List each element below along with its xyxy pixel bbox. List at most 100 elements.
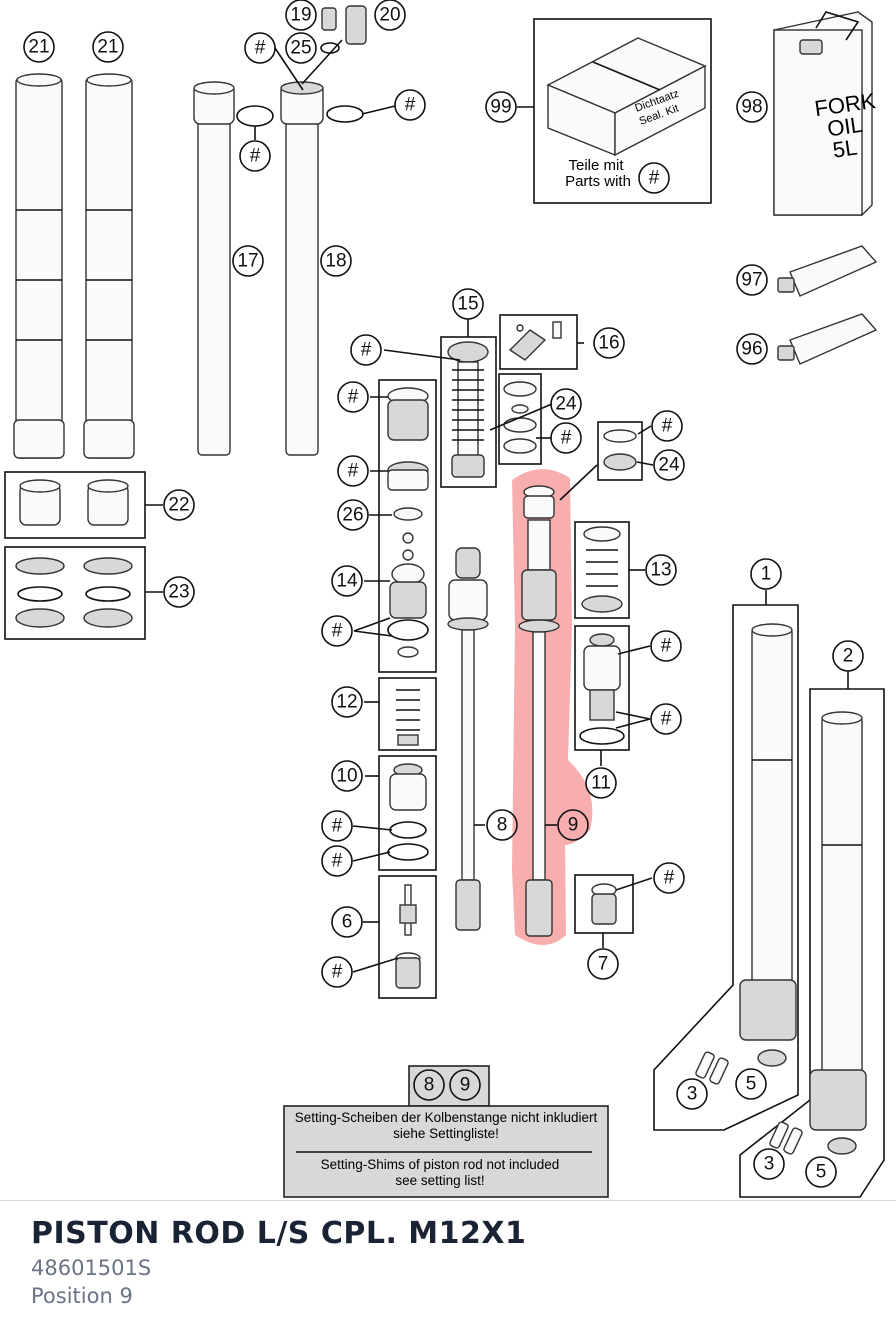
svg-text:3: 3 [687, 1084, 698, 1105]
part-title: PISTON ROD L/S CPL. M12X1 [31, 1216, 527, 1251]
callout-hash-24b[interactable]: # [651, 410, 683, 442]
parts-3-5-left[interactable] [695, 1049, 787, 1085]
part-15[interactable] [447, 341, 489, 478]
callout-97[interactable]: 97 [736, 264, 768, 296]
grease-tube-97[interactable] [777, 245, 878, 297]
svg-text:97: 97 [741, 270, 762, 291]
callout-hash-25[interactable]: # [244, 32, 276, 64]
callout-22[interactable]: 22 [163, 489, 195, 521]
tube-17[interactable] [193, 81, 235, 456]
callout-hash-17[interactable]: # [239, 140, 271, 172]
callout-24b[interactable]: 24 [653, 449, 685, 481]
callout-hash-14a[interactable]: # [337, 381, 369, 413]
outer-tube-21-left[interactable] [13, 73, 65, 459]
callout-23[interactable]: 23 [163, 576, 195, 608]
callout-2[interactable]: 2 [832, 640, 864, 672]
group-12-frame [378, 677, 437, 751]
part-20[interactable] [345, 5, 367, 45]
callout-hash-7[interactable]: # [653, 862, 685, 894]
callout-7[interactable]: 7 [587, 948, 619, 980]
callout-5a[interactable]: 5 [735, 1068, 767, 1100]
fork-leg-1[interactable] [739, 623, 797, 1041]
part-25[interactable] [320, 42, 340, 54]
svg-text:9: 9 [568, 815, 579, 836]
group-10-frame [378, 755, 437, 871]
svg-text:2: 2 [843, 646, 854, 667]
callout-hash-18[interactable]: # [394, 89, 426, 121]
part-6[interactable] [395, 884, 421, 989]
svg-text:#: # [348, 461, 359, 482]
callout-hash-10a[interactable]: # [321, 810, 353, 842]
part-24a-ring[interactable] [503, 381, 537, 397]
svg-text:24: 24 [658, 455, 680, 476]
svg-text:#: # [332, 962, 343, 983]
parts-3-5-right[interactable] [769, 1121, 857, 1155]
callout-5b[interactable]: 5 [805, 1156, 837, 1188]
callout-24a[interactable]: 24 [550, 388, 582, 420]
callout-14[interactable]: 14 [331, 565, 363, 597]
callout-21a[interactable]: 21 [23, 31, 55, 63]
svg-text:#: # [332, 816, 343, 837]
callout-21b[interactable]: 21 [92, 31, 124, 63]
callout-9[interactable]: 9 [557, 809, 589, 841]
part-9[interactable] [518, 485, 560, 937]
svg-text:5: 5 [816, 1162, 827, 1183]
callout-12[interactable]: 12 [331, 686, 363, 718]
tube-18[interactable] [280, 81, 324, 456]
part-13[interactable] [581, 526, 623, 613]
callout-8[interactable]: 8 [486, 809, 518, 841]
callout-16[interactable]: 16 [593, 327, 625, 359]
part-11[interactable] [579, 633, 625, 745]
callout-hash-kit[interactable]: # [638, 162, 670, 194]
leader-lines [145, 47, 849, 973]
callout-98[interactable]: 98 [736, 91, 768, 123]
svg-text:#: # [250, 146, 261, 167]
part-22[interactable] [19, 479, 129, 526]
callout-17[interactable]: 17 [232, 245, 264, 277]
callout-15[interactable]: 15 [452, 288, 484, 320]
part-9-highlight[interactable] [512, 469, 593, 945]
part-7[interactable] [591, 883, 617, 925]
exploded-parts-diagram: Dichtaatz Seal. Kit Teile mit Parts with… [4, 0, 885, 1198]
callout-11[interactable]: 11 [585, 767, 617, 799]
seal-kit-box[interactable]: Dichtaatz Seal. Kit [546, 37, 707, 157]
part-24b[interactable] [603, 429, 637, 443]
callout-19[interactable]: 19 [285, 0, 317, 31]
seal-kit-caption-en: Parts with [565, 173, 631, 190]
callout-hash-14c[interactable]: # [321, 615, 353, 647]
callout-25[interactable]: 25 [285, 32, 317, 64]
callout-10[interactable]: 10 [331, 760, 363, 792]
callout-hash-15[interactable]: # [350, 334, 382, 366]
callout-3a[interactable]: 3 [676, 1078, 708, 1110]
callout-3b[interactable]: 3 [753, 1148, 785, 1180]
part-16[interactable] [508, 321, 562, 361]
part-8[interactable] [447, 547, 489, 931]
part-19[interactable] [321, 7, 337, 31]
callout-96[interactable]: 96 [736, 333, 768, 365]
callout-hash-10b[interactable]: # [321, 845, 353, 877]
callout-hash-14b[interactable]: # [337, 455, 369, 487]
callout-note-9[interactable]: 9 [449, 1069, 481, 1101]
part-23[interactable] [15, 557, 133, 628]
grease-tube-96[interactable] [777, 313, 878, 365]
callout-26[interactable]: 26 [337, 499, 369, 531]
callout-20[interactable]: 20 [374, 0, 406, 31]
outer-tube-21-right[interactable] [83, 73, 135, 459]
svg-text:5: 5 [746, 1074, 757, 1095]
callout-18[interactable]: 18 [320, 245, 352, 277]
callout-6[interactable]: 6 [331, 906, 363, 938]
callout-hash-6[interactable]: # [321, 956, 353, 988]
fork-leg-2[interactable] [809, 711, 867, 1131]
callout-hash-24a[interactable]: # [550, 422, 582, 454]
callout-hash-11a[interactable]: # [650, 630, 682, 662]
fork-oil-can[interactable]: FORK OIL 5L [773, 11, 877, 216]
callout-13[interactable]: 13 [645, 554, 677, 586]
callout-99[interactable]: 99 [485, 91, 517, 123]
callout-hash-11b[interactable]: # [650, 703, 682, 735]
callout-1[interactable]: 1 [750, 558, 782, 590]
callout-note-8[interactable]: 8 [413, 1069, 445, 1101]
part-12[interactable] [396, 689, 420, 746]
part-14-upper[interactable] [387, 387, 429, 658]
part-info-panel [0, 1200, 896, 1336]
part-10[interactable] [387, 763, 429, 861]
